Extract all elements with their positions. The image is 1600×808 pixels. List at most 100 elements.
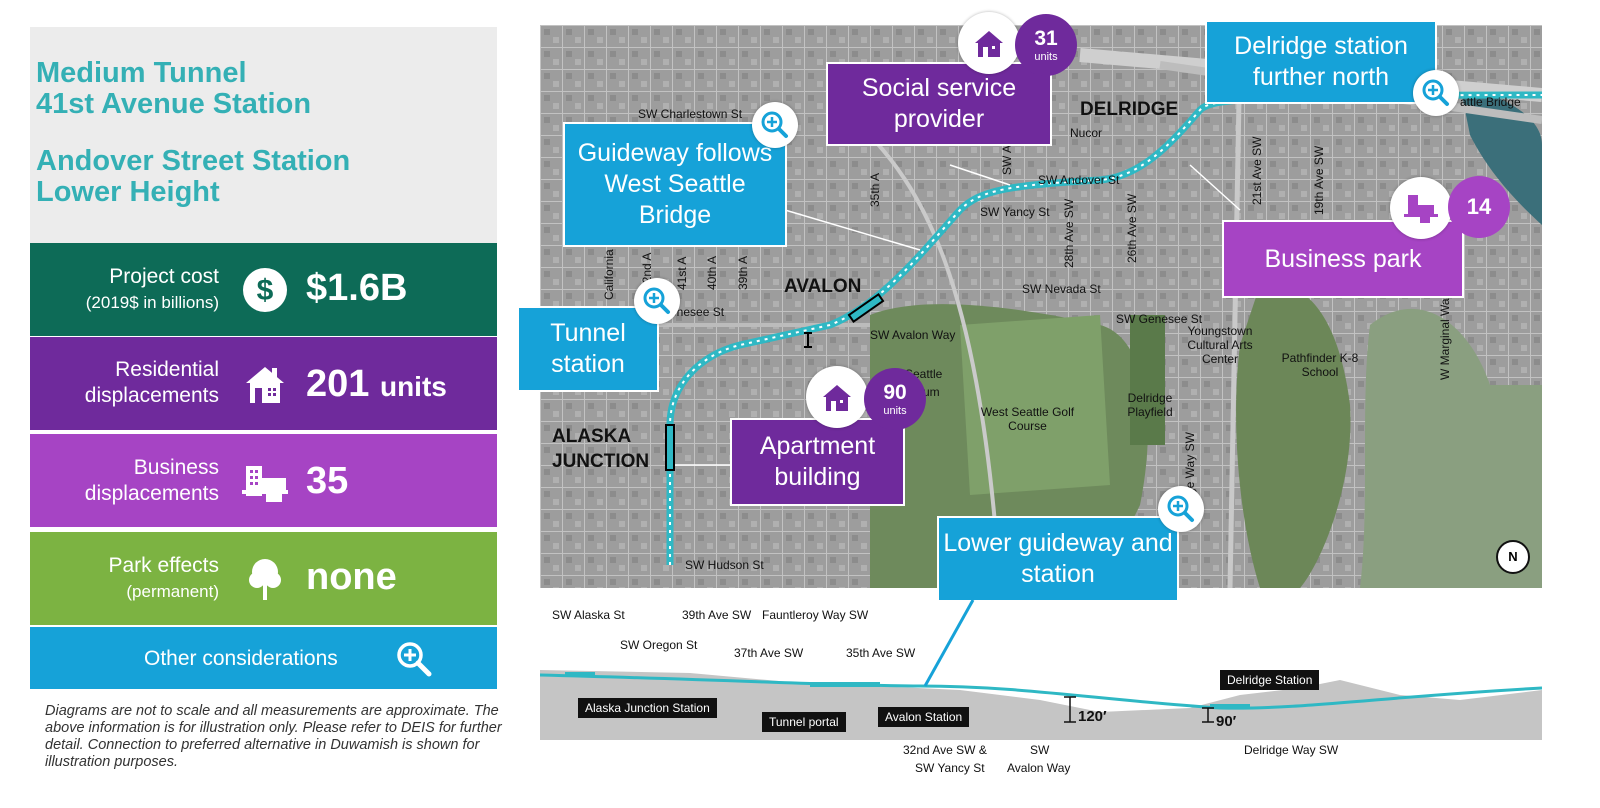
project-cost-card: Project cost (2019$ in billions) $ $1.6B bbox=[30, 243, 497, 336]
callout-delridge-north[interactable]: Delridge station further north bbox=[1205, 20, 1437, 104]
zoom-lower-guideway-icon[interactable] bbox=[1158, 486, 1204, 532]
magnifier-plus-icon[interactable] bbox=[396, 641, 432, 677]
callout-social-service[interactable]: Social service provider bbox=[826, 62, 1052, 146]
title-line-4: Lower Height bbox=[36, 176, 220, 208]
street-26th: 26th Ave SW bbox=[1125, 193, 1139, 263]
height-120: 120′ bbox=[1078, 708, 1107, 725]
park-sublabel: (permanent) bbox=[126, 582, 219, 601]
house-icon bbox=[806, 366, 868, 428]
callout-lower-guideway[interactable]: Lower guideway and station bbox=[937, 516, 1179, 602]
place-golf: West Seattle Golf Course bbox=[980, 405, 1075, 433]
place-pathfinder: Pathfinder K-8 School bbox=[1281, 351, 1359, 379]
residential-unit: units bbox=[379, 371, 447, 402]
street-39th: 39th A bbox=[736, 255, 750, 290]
building-icon bbox=[242, 466, 288, 502]
street-andover: SW Andover St bbox=[1038, 173, 1120, 187]
area-delridge: DELRIDGE bbox=[1080, 99, 1179, 120]
street-28th: 28th Ave SW bbox=[1062, 198, 1076, 268]
profile-alaska-st: SW Alaska St bbox=[552, 608, 625, 622]
residential-card: Residential displacements 201 units bbox=[30, 337, 497, 430]
tag-alaska-station: Alaska Junction Station bbox=[578, 698, 717, 718]
elevation-profile: SW Alaska St SW Oregon St 39th Ave SW Fa… bbox=[540, 600, 1542, 800]
street-yancy: SW Yancy St bbox=[980, 205, 1050, 219]
street-bridge: attle Bridge bbox=[1460, 95, 1521, 109]
business-label-1: Business bbox=[133, 456, 219, 479]
apartment-units-label: units bbox=[883, 405, 907, 417]
street-nevada: SW Nevada St bbox=[1022, 282, 1101, 296]
zoom-delridge-north-icon[interactable] bbox=[1413, 70, 1459, 116]
business-count-badge: 14 bbox=[1448, 176, 1510, 238]
street-19th: 19th Ave SW bbox=[1312, 145, 1326, 215]
tag-tunnel-portal: Tunnel portal bbox=[762, 712, 846, 732]
callout-apartment[interactable]: Apartment building bbox=[730, 418, 905, 506]
street-genesee-west: enesee St bbox=[670, 305, 725, 319]
other-considerations-label: Other considerations bbox=[144, 647, 338, 670]
profile-sw: SW bbox=[1030, 743, 1050, 757]
profile-delridge-way: Delridge Way SW bbox=[1244, 743, 1339, 757]
street-40th: 40th A bbox=[705, 255, 719, 290]
street-genesee-east: SW Genesee St bbox=[1116, 312, 1203, 326]
callout-tunnel-station[interactable]: Tunnel station bbox=[517, 306, 659, 392]
profile-yancy: SW Yancy St bbox=[915, 761, 985, 775]
area-alaska: ALASKA bbox=[552, 426, 632, 447]
tree-icon bbox=[249, 559, 281, 600]
project-cost-value: $1.6B bbox=[306, 267, 408, 309]
park-card: Park effects (permanent) none bbox=[30, 532, 497, 625]
street-sw-a: SW A bbox=[1000, 144, 1014, 175]
house-icon bbox=[958, 12, 1020, 74]
profile-avalon-way: Avalon Way bbox=[1007, 761, 1071, 775]
residential-label-2: displacements bbox=[84, 384, 219, 407]
profile-39th: 39th Ave SW bbox=[682, 608, 752, 622]
street-charlestown: SW Charlestown St bbox=[638, 107, 743, 121]
title-line-1: Medium Tunnel bbox=[36, 57, 247, 89]
title-panel bbox=[30, 27, 497, 243]
apartment-units-badge: 90 units bbox=[864, 368, 926, 430]
place-playfield: Delridge Playfield bbox=[1127, 391, 1173, 419]
residential-label-1: Residential bbox=[115, 358, 219, 381]
social-units-badge: 31 units bbox=[1015, 14, 1077, 76]
area-avalon: AVALON bbox=[784, 276, 862, 297]
residential-value: 201 bbox=[306, 363, 370, 405]
profile-35th: 35th Ave SW bbox=[846, 646, 916, 660]
height-90: 90′ bbox=[1216, 713, 1237, 730]
street-avalon-way: SW Avalon Way bbox=[870, 328, 956, 342]
disclaimer-text: Diagrams are not to scale and all measur… bbox=[45, 703, 502, 770]
zoom-guideway-bridge-icon[interactable] bbox=[752, 102, 798, 148]
business-count-value: 14 bbox=[1466, 194, 1492, 219]
profile-32nd: 32nd Ave SW & bbox=[903, 743, 987, 757]
house-icon bbox=[246, 367, 284, 403]
social-units-value: 31 bbox=[1034, 27, 1058, 50]
street-35th: 35th A bbox=[868, 172, 882, 207]
park-value: none bbox=[306, 556, 397, 598]
other-considerations-button[interactable]: Other considerations bbox=[30, 627, 497, 689]
business-value: 35 bbox=[306, 460, 349, 502]
north-arrow-icon: N bbox=[1496, 540, 1530, 574]
title-line-3: Andover Street Station bbox=[36, 145, 351, 177]
profile-fauntleroy: Fauntleroy Way SW bbox=[762, 608, 869, 622]
street-hudson: SW Hudson St bbox=[685, 558, 764, 572]
svg-text:$: $ bbox=[257, 274, 274, 307]
callout-guideway-bridge[interactable]: Guideway follows West Seattle Bridge bbox=[563, 122, 787, 247]
street-california: California A bbox=[602, 238, 616, 300]
tag-delridge-station: Delridge Station bbox=[1220, 670, 1320, 690]
apartment-units-value: 90 bbox=[883, 381, 907, 404]
park-label: Park effects bbox=[108, 554, 220, 577]
business-label-2: displacements bbox=[84, 482, 219, 505]
title-line-2: 41st Avenue Station bbox=[36, 88, 312, 120]
project-cost-label: Project cost bbox=[109, 265, 219, 288]
dollar-icon: $ bbox=[243, 268, 287, 312]
place-youngstown: Youngstown Cultural Arts Center bbox=[1187, 324, 1253, 366]
building-icon bbox=[1390, 177, 1452, 239]
zoom-tunnel-station-icon[interactable] bbox=[634, 278, 680, 324]
profile-37th: 37th Ave SW bbox=[734, 646, 804, 660]
place-nucor: Nucor bbox=[1070, 126, 1103, 140]
project-cost-sublabel: (2019$ in billions) bbox=[85, 293, 219, 312]
street-21st: 21st Ave SW bbox=[1250, 136, 1264, 205]
social-units-label: units bbox=[1034, 51, 1058, 63]
area-junction: JUNCTION bbox=[552, 451, 650, 472]
street-marginal: W Marginal Way bbox=[1438, 292, 1452, 380]
business-card: Business displacements 35 bbox=[30, 434, 497, 527]
tag-avalon-station: Avalon Station bbox=[878, 707, 970, 727]
place-stadium-um: um bbox=[923, 385, 940, 399]
profile-oregon-st: SW Oregon St bbox=[620, 638, 698, 652]
